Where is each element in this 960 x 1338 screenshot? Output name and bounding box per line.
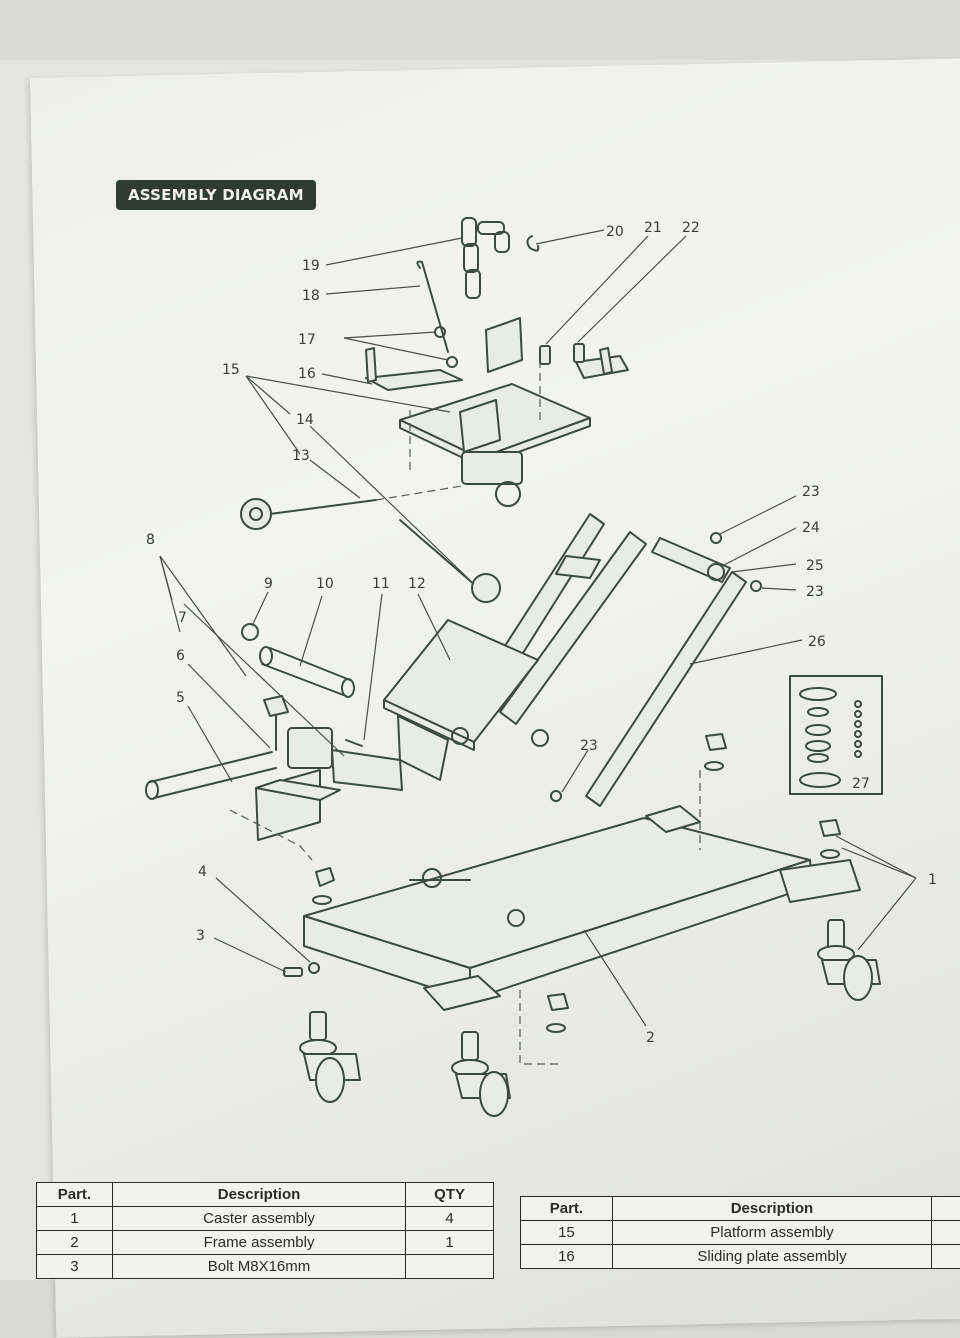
- header-description: Description: [112, 1183, 405, 1207]
- callout-12: 12: [408, 576, 426, 592]
- bolt-part: [284, 968, 302, 976]
- long-link-part: [586, 572, 746, 806]
- cell-part: 16: [521, 1245, 613, 1269]
- table-header-row: Part. Description QTY: [37, 1183, 494, 1207]
- callout-22: 22: [682, 220, 700, 236]
- callout-23c: 23: [580, 738, 598, 754]
- cell-qty: 4: [406, 1207, 494, 1231]
- callout-19: 19: [302, 258, 320, 274]
- callout-24: 24: [802, 520, 820, 536]
- callout-9: 9: [264, 576, 273, 592]
- table-row: 3 Bolt M8X16mm: [37, 1255, 494, 1279]
- callout-2: 2: [646, 1030, 655, 1046]
- callout-17: 17: [298, 332, 316, 348]
- caster-part: [818, 920, 880, 1000]
- cell-part: 3: [37, 1255, 113, 1279]
- caster-part: [300, 1012, 360, 1102]
- cell-description: Sliding plate assembly: [612, 1245, 931, 1269]
- header-qty: QTY: [406, 1183, 494, 1207]
- caster-part: [452, 1032, 510, 1116]
- cell-qty-cutoff: [932, 1245, 960, 1269]
- table-header-row: Part. Description: [521, 1197, 960, 1221]
- callout-25: 25: [806, 558, 824, 574]
- circlip-part: [711, 533, 721, 543]
- callout-8: 8: [146, 532, 155, 548]
- frame-part: [304, 806, 860, 1010]
- cell-part: 15: [521, 1221, 613, 1245]
- pin-part: [447, 357, 457, 367]
- washer-part: [309, 963, 319, 973]
- table-row: 2 Frame assembly 1: [37, 1231, 494, 1255]
- platform-part: [400, 318, 590, 506]
- callout-16: 16: [298, 366, 316, 382]
- pin-part: [435, 327, 445, 337]
- callout-1: 1: [928, 872, 937, 888]
- cell-part: 2: [37, 1231, 113, 1255]
- callout-15: 15: [222, 362, 240, 378]
- table-row: 15 Platform assembly: [521, 1221, 960, 1245]
- release-handle-part: [241, 486, 462, 529]
- cell-part: 1: [37, 1207, 113, 1231]
- callout-26: 26: [808, 634, 826, 650]
- assembly-diagram: 20 21 22 19 18 17 15 16 14 13 23 24 25 2…: [0, 0, 960, 1180]
- callout-23b: 23: [806, 584, 824, 600]
- circlip-part: [551, 791, 561, 801]
- callout-5: 5: [176, 690, 185, 706]
- callout-20: 20: [606, 224, 624, 240]
- chain-part: [462, 218, 509, 298]
- callout-23a: 23: [802, 484, 820, 500]
- bolt-part: [540, 346, 550, 364]
- hook-rod-part: [417, 262, 448, 352]
- parts-table-right: Part. Description 15 Platform assembly 1…: [520, 1196, 960, 1269]
- callout-11: 11: [372, 576, 390, 592]
- pump-assembly-part: [242, 624, 402, 840]
- circlip-part: [751, 581, 761, 591]
- cell-description: Bolt M8X16mm: [112, 1255, 405, 1279]
- callout-6: 6: [176, 648, 185, 664]
- table-row: 1 Caster assembly 4: [37, 1207, 494, 1231]
- cell-description: Frame assembly: [112, 1231, 405, 1255]
- header-part: Part.: [37, 1183, 113, 1207]
- cell-qty: 1: [406, 1231, 494, 1255]
- callout-10: 10: [316, 576, 334, 592]
- callout-3: 3: [196, 928, 205, 944]
- callout-21: 21: [644, 220, 662, 236]
- callout-13: 13: [292, 448, 310, 464]
- header-description: Description: [612, 1197, 931, 1221]
- callout-27: 27: [852, 776, 870, 792]
- callout-4: 4: [198, 864, 207, 880]
- callout-18: 18: [302, 288, 320, 304]
- cell-description: Caster assembly: [112, 1207, 405, 1231]
- callout-7: 7: [178, 610, 187, 626]
- cell-qty: [406, 1255, 494, 1279]
- knob-part: [472, 574, 500, 602]
- parts-table-left: Part. Description QTY 1 Caster assembly …: [36, 1182, 494, 1279]
- cell-description: Platform assembly: [612, 1221, 931, 1245]
- table-row: 16 Sliding plate assembly: [521, 1245, 960, 1269]
- header-qty-cutoff: [932, 1197, 960, 1221]
- bolt-part: [574, 344, 584, 362]
- callout-14: 14: [296, 412, 314, 428]
- cell-qty-cutoff: [932, 1221, 960, 1245]
- link-part: [652, 538, 730, 582]
- header-part: Part.: [521, 1197, 613, 1221]
